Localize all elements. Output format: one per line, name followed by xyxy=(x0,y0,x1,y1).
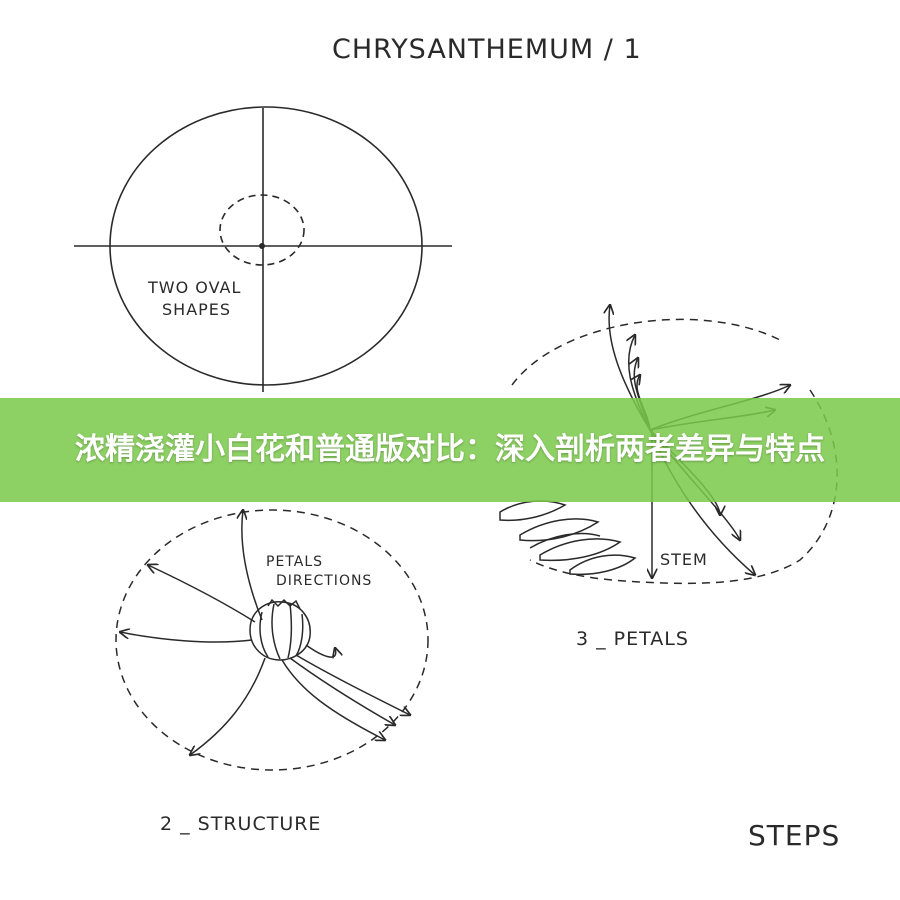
flower-head xyxy=(249,598,311,661)
lower-left-petals xyxy=(499,500,637,576)
stem-label: STEM xyxy=(660,550,708,569)
oval-label-line2: SHAPES xyxy=(162,300,231,319)
structure-caption: 2 _ STRUCTURE xyxy=(160,813,321,835)
structure-dashed-circle xyxy=(115,509,429,771)
petal-direction-arrows xyxy=(120,510,410,755)
oval-panel xyxy=(74,106,452,392)
steps-label: STEPS xyxy=(748,819,840,852)
oval-label-line1: TWO OVAL xyxy=(147,278,241,297)
structure-panel xyxy=(115,509,429,771)
inner-oval xyxy=(219,194,305,266)
title-banner: 浓精浇灌小白花和普通版对比：深入剖析两者差异与特点 xyxy=(0,398,900,502)
banner-title: 浓精浇灌小白花和普通版对比：深入剖析两者差异与特点 xyxy=(75,432,825,467)
page-title: CHRYSANTHEMUM / 1 xyxy=(332,34,642,65)
center-point xyxy=(258,243,265,250)
structure-note-line1: PETALS xyxy=(266,554,323,570)
structure-note-line2: DIRECTIONS xyxy=(276,573,372,589)
petals-caption: 3 _ PETALS xyxy=(576,628,689,650)
